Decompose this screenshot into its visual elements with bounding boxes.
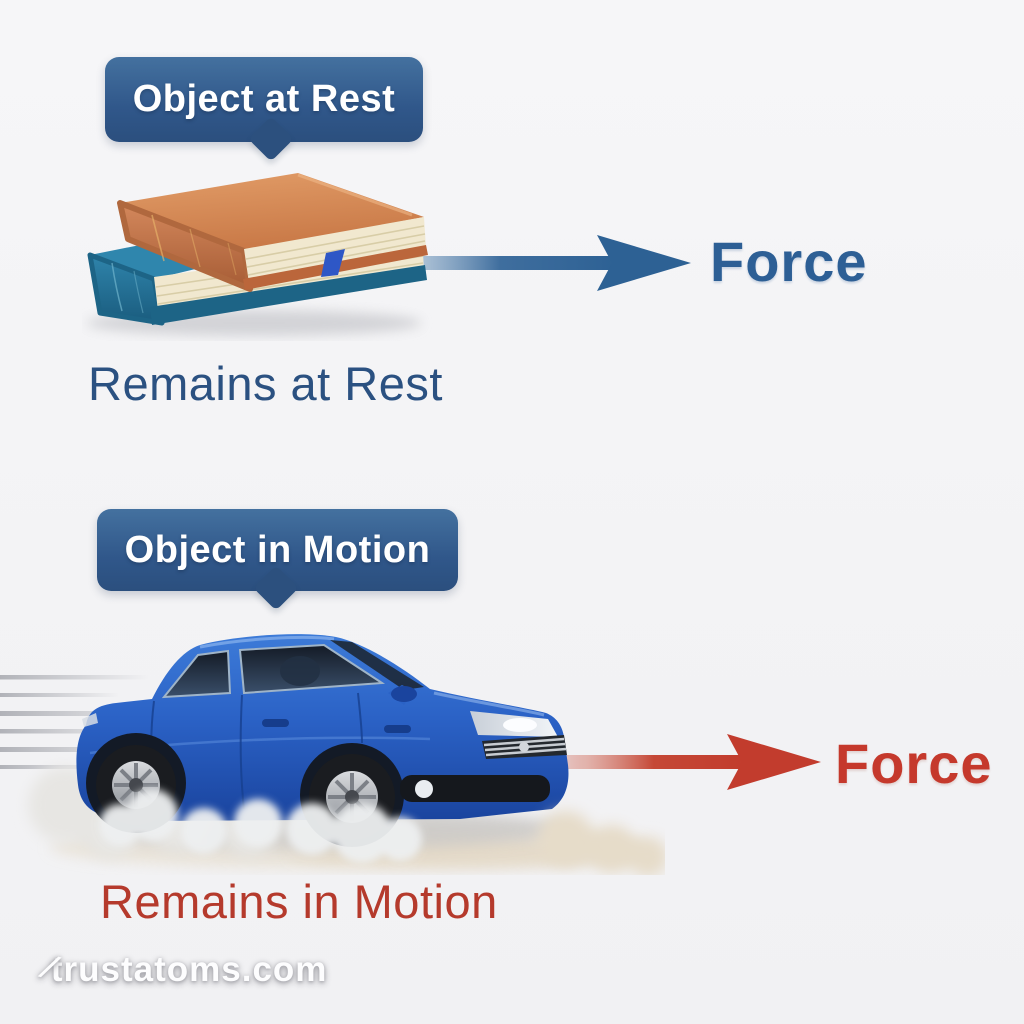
top-book (117, 173, 428, 292)
watermark-text: trustatoms.com (50, 950, 328, 989)
dust-cloud-front (538, 811, 665, 875)
side-mirror (388, 685, 417, 705)
force-arrow-right-red-icon (540, 734, 821, 790)
watermark: ⁄trustatoms.com (42, 948, 328, 990)
tail-light (82, 713, 98, 727)
object-in-motion-bubble: Object in Motion (97, 509, 458, 611)
car-front (400, 711, 567, 802)
fog-light (415, 780, 433, 798)
object-at-rest-label: Object at Rest (132, 78, 396, 120)
lower-grille (400, 775, 550, 802)
object-in-motion-label: Object in Motion (124, 528, 431, 571)
bubble-tail (253, 565, 299, 611)
remains-in-motion-caption: Remains in Motion (100, 875, 498, 928)
door-handle (262, 719, 289, 727)
force-label-rest: Force (710, 230, 868, 293)
books-stack-illustration (86, 173, 428, 336)
moving-car-illustration (0, 634, 665, 875)
car-windows (161, 640, 424, 699)
wheel-splash (99, 789, 422, 863)
object-at-rest-bubble: Object at Rest (105, 57, 423, 162)
remains-at-rest-caption: Remains at Rest (88, 357, 443, 410)
bookmark-ribbon (321, 249, 345, 277)
door-handle (384, 725, 411, 733)
force-label-motion: Force (835, 732, 993, 795)
bubble-tail (248, 116, 294, 162)
